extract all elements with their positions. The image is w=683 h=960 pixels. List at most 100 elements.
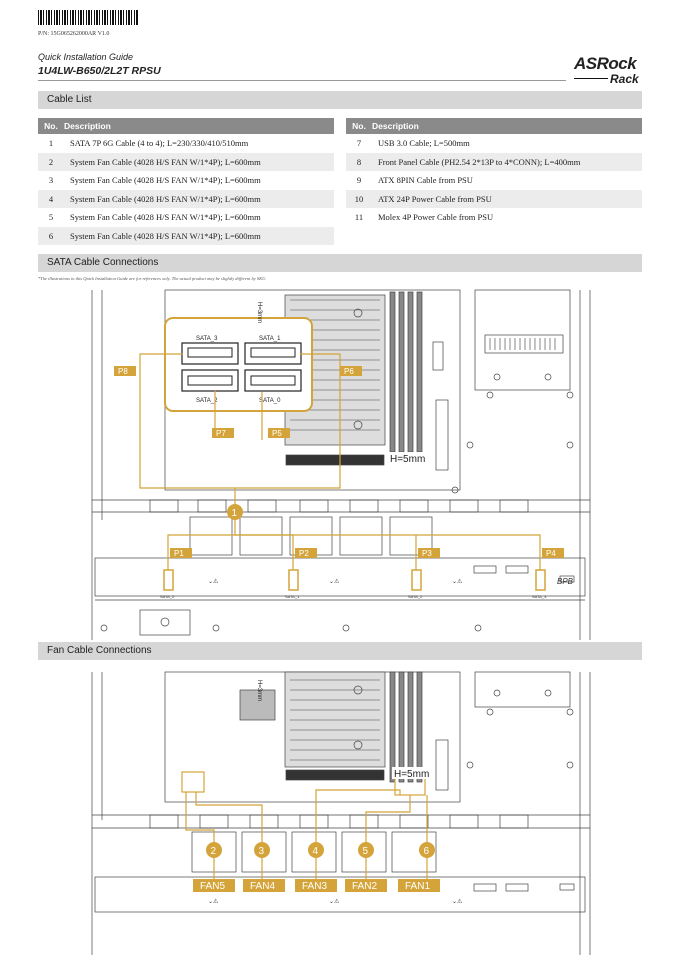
fan-diagram: ⌄⚠ ⌄⚠ ⌄⚠ <box>91 671 591 955</box>
callout-4-text: 4 <box>313 846 319 857</box>
screw-hole <box>544 373 552 381</box>
callout-3-text: 3 <box>259 846 265 857</box>
fan-bracket <box>247 499 277 513</box>
row-no: 1 <box>48 138 54 148</box>
screw-hole <box>466 441 474 449</box>
tag-p4-text: P4 <box>546 549 556 558</box>
model-name: 1U4LW-B650/2L2T RPSU <box>38 65 161 77</box>
callout-1-text: 1 <box>232 508 238 519</box>
sata-label-3: SATA_3 <box>196 336 218 342</box>
tag-p1-text: P1 <box>174 549 184 558</box>
fan <box>189 516 233 556</box>
callout-2-text: 2 <box>211 846 217 857</box>
row-desc: ATX 24P Power Cable from PSU <box>378 193 492 204</box>
sata-port-2 <box>181 369 239 392</box>
table-row: 4 System Fan Cable (4028 H/S FAN W/1*4P);… <box>38 189 334 208</box>
tag-fan1-text: FAN1 <box>405 881 430 892</box>
fan <box>239 516 283 556</box>
col-no: No. <box>44 121 58 131</box>
row-desc: USB 3.0 Cable; L=500mm <box>378 138 470 148</box>
row-desc: System Fan Cable (4028 H/S FAN W/1*4P); … <box>70 193 261 204</box>
tag-fan3 <box>295 879 337 892</box>
row-no: 3 <box>48 175 54 185</box>
fan <box>241 831 287 873</box>
table-header: No.Description <box>38 118 334 134</box>
fan-cable-routes <box>181 771 428 880</box>
bp-port-2 <box>411 569 422 591</box>
tag-p3 <box>418 548 440 558</box>
h3mm-label: H=3mm <box>256 302 262 323</box>
section-sata: SATA Cable Connections <box>38 254 642 272</box>
svg-text:⌄⚠: ⌄⚠ <box>452 578 463 585</box>
tag-p6-text: P6 <box>344 367 354 376</box>
bp-label-1: SATA_1 <box>285 594 300 599</box>
part-number: P/N: 15G065262000AR V1.0 <box>38 31 110 37</box>
cpu-heatsink <box>284 671 386 768</box>
header-rule <box>38 80 566 81</box>
backplane <box>94 557 586 597</box>
screw-hole <box>451 486 459 494</box>
table-header: No.Description <box>346 118 642 134</box>
callout-6-text: 6 <box>424 846 430 857</box>
callout-5 <box>358 842 374 858</box>
section-cable-list: Cable List <box>38 91 642 109</box>
tag-fan4 <box>243 879 285 892</box>
callout-1 <box>227 504 243 520</box>
table-row: 3 System Fan Cable (4028 H/S FAN W/1*4P);… <box>38 171 334 190</box>
fan-bracket <box>149 499 179 513</box>
fan-header-group <box>181 771 205 793</box>
callout-3 <box>254 842 270 858</box>
fan <box>341 831 387 873</box>
callout-6 <box>419 842 435 858</box>
connector <box>432 341 444 371</box>
bp-port-1 <box>288 569 299 591</box>
tag-fan2-text: FAN2 <box>352 881 377 892</box>
fan <box>291 831 337 873</box>
tag-fan2 <box>345 879 387 892</box>
tag-fan5 <box>193 879 235 892</box>
callout-5-text: 5 <box>363 846 369 857</box>
bp-label-2: SATA_2 <box>408 594 423 599</box>
tag-p6 <box>340 366 362 376</box>
row-no: 10 <box>354 193 364 204</box>
tag-p5 <box>268 428 290 438</box>
screw-hole <box>493 373 501 381</box>
power-connector <box>473 565 497 574</box>
row-no: 2 <box>48 156 54 167</box>
screw-hole <box>353 420 363 430</box>
psu-bay <box>474 289 571 391</box>
atx-24p-connector <box>435 399 449 471</box>
row-desc: System Fan Cable (4028 H/S FAN W/1*4P); … <box>70 175 261 185</box>
row-no: 9 <box>356 175 362 185</box>
tag-p3-text: P3 <box>422 549 432 558</box>
sata-tags: P8 P6 P7 P5 P1 P2 P3 P4 1 SATA_0 SATA_1 … <box>114 302 574 599</box>
connector <box>559 575 575 583</box>
screw-hole <box>566 441 574 449</box>
screw-hole <box>486 391 494 399</box>
backplane <box>94 876 586 913</box>
dimm-slot <box>416 291 423 453</box>
sata-cable-routes <box>139 353 541 570</box>
fan-bracket <box>449 499 479 513</box>
bp-port-0 <box>163 569 174 591</box>
fan-bracket <box>197 499 227 513</box>
fan <box>389 516 433 556</box>
tag-fan1 <box>398 879 440 892</box>
tag-p2 <box>295 548 317 558</box>
fan-h5mm-label: H=5mm <box>394 769 429 780</box>
bp-label-3: SATA_3 <box>532 594 547 599</box>
callout-2 <box>206 842 222 858</box>
row-desc: Molex 4P Power Cable from PSU <box>378 212 494 222</box>
svg-text:⌄⚠: ⌄⚠ <box>452 898 463 905</box>
row-no: 4 <box>48 193 54 204</box>
bp-label-0: SATA_0 <box>160 594 175 599</box>
tag-p7 <box>212 428 234 438</box>
dimm-slot <box>398 291 405 453</box>
tag-fan5-text: FAN5 <box>200 881 225 892</box>
callout-4 <box>308 842 324 858</box>
